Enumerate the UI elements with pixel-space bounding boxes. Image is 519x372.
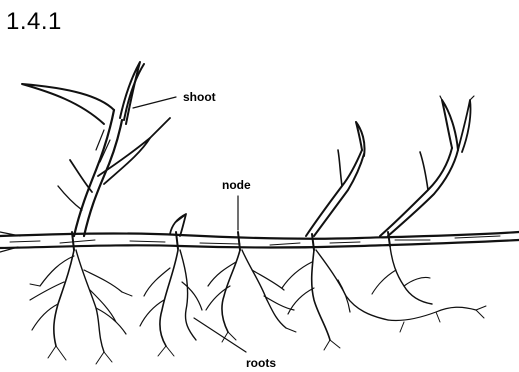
shoot-middle bbox=[306, 122, 365, 236]
shoot-pointer bbox=[133, 97, 176, 108]
shoot-left bbox=[22, 62, 170, 236]
figure-number: 1.4.1 bbox=[6, 8, 62, 36]
roots-label: roots bbox=[246, 356, 276, 370]
stolon-stem bbox=[0, 232, 519, 252]
bud-small bbox=[170, 214, 186, 236]
roots bbox=[30, 246, 486, 364]
shoot-label: shoot bbox=[183, 90, 216, 104]
shoot-right bbox=[380, 96, 474, 236]
node-label: node bbox=[222, 178, 251, 192]
roots-pointer bbox=[194, 318, 246, 352]
